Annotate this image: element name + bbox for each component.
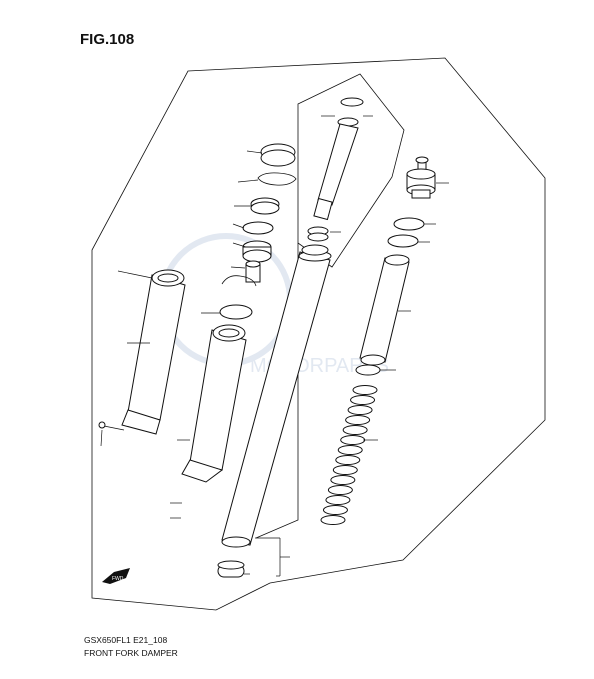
spacer-tube [359,254,410,366]
spring-coil [350,395,376,405]
outer-tube-left [121,269,186,435]
outer-tube-right [181,324,247,483]
cap-bolt [406,156,436,199]
spring-coil [337,445,363,455]
o-ring [393,217,425,231]
fwd-label: FWD [112,576,124,582]
leader-lines [100,115,449,577]
spring-coil [340,435,366,445]
spring-coil [347,405,373,415]
model-code: GSX650FL1 E21_108 [84,635,168,645]
figure-title: FIG.108 [80,31,135,48]
spring-seat [355,364,381,376]
fwd-arrow-icon: FWD [102,568,130,584]
spring-coil [322,505,348,515]
spring-coil [342,425,368,435]
spring-coil [320,515,346,525]
spring-coil [327,485,353,495]
fork-spring [320,385,378,525]
damper-rod [301,97,364,256]
spring-coil [325,495,351,505]
axle-bolt [98,421,125,431]
washer [387,234,419,248]
spring-coil [332,465,358,475]
guide-bush [217,560,245,578]
figure-caption: FRONT FORK DAMPER [84,648,178,658]
spring-coil [352,385,378,395]
seal-stack [219,143,297,320]
spring-coil [345,415,371,425]
inner-tube [221,250,332,548]
spring-coil [335,455,361,465]
spring-coil [330,475,356,485]
assembly-frame [91,57,546,611]
